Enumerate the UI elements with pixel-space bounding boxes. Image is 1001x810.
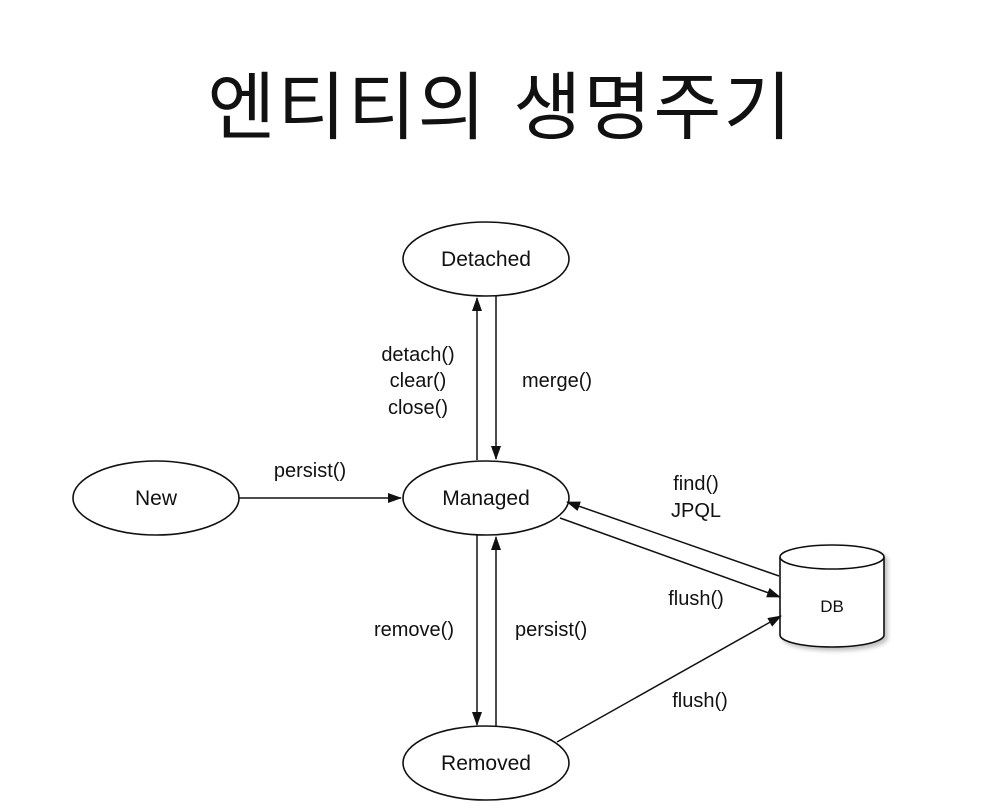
edge-label-jpql: JPQL xyxy=(671,500,721,522)
edge-label-clear: clear() xyxy=(390,370,447,392)
edge-db-to-managed xyxy=(566,501,780,577)
edge-managed-to-db xyxy=(559,517,781,598)
page-title: 엔티티의 생명주기 xyxy=(207,65,794,151)
edge-label-persist-new: persist() xyxy=(274,460,346,482)
node-managed-label: Managed xyxy=(442,487,530,510)
edge-label-find: find() xyxy=(673,473,719,495)
node-new: New xyxy=(72,460,240,536)
edge-label-persist-removed: persist() xyxy=(515,619,587,641)
edge-label-detach: detach() xyxy=(381,344,454,366)
node-detached-label: Detached xyxy=(441,248,531,271)
node-detached: Detached xyxy=(402,221,570,297)
edge-label-merge: merge() xyxy=(522,370,592,392)
node-removed: Removed xyxy=(402,725,570,801)
node-db-label: DB xyxy=(820,597,844,616)
edge-removed-to-db xyxy=(556,615,782,743)
node-db: DB xyxy=(779,544,885,648)
node-new-label: New xyxy=(135,487,178,510)
edge-label-flush-managed: flush() xyxy=(668,588,724,610)
node-managed: Managed xyxy=(402,460,570,536)
node-removed-label: Removed xyxy=(441,752,531,775)
edge-label-close: close() xyxy=(388,397,448,419)
edge-label-flush-removed: flush() xyxy=(672,690,728,712)
edge-label-remove: remove() xyxy=(374,619,454,641)
